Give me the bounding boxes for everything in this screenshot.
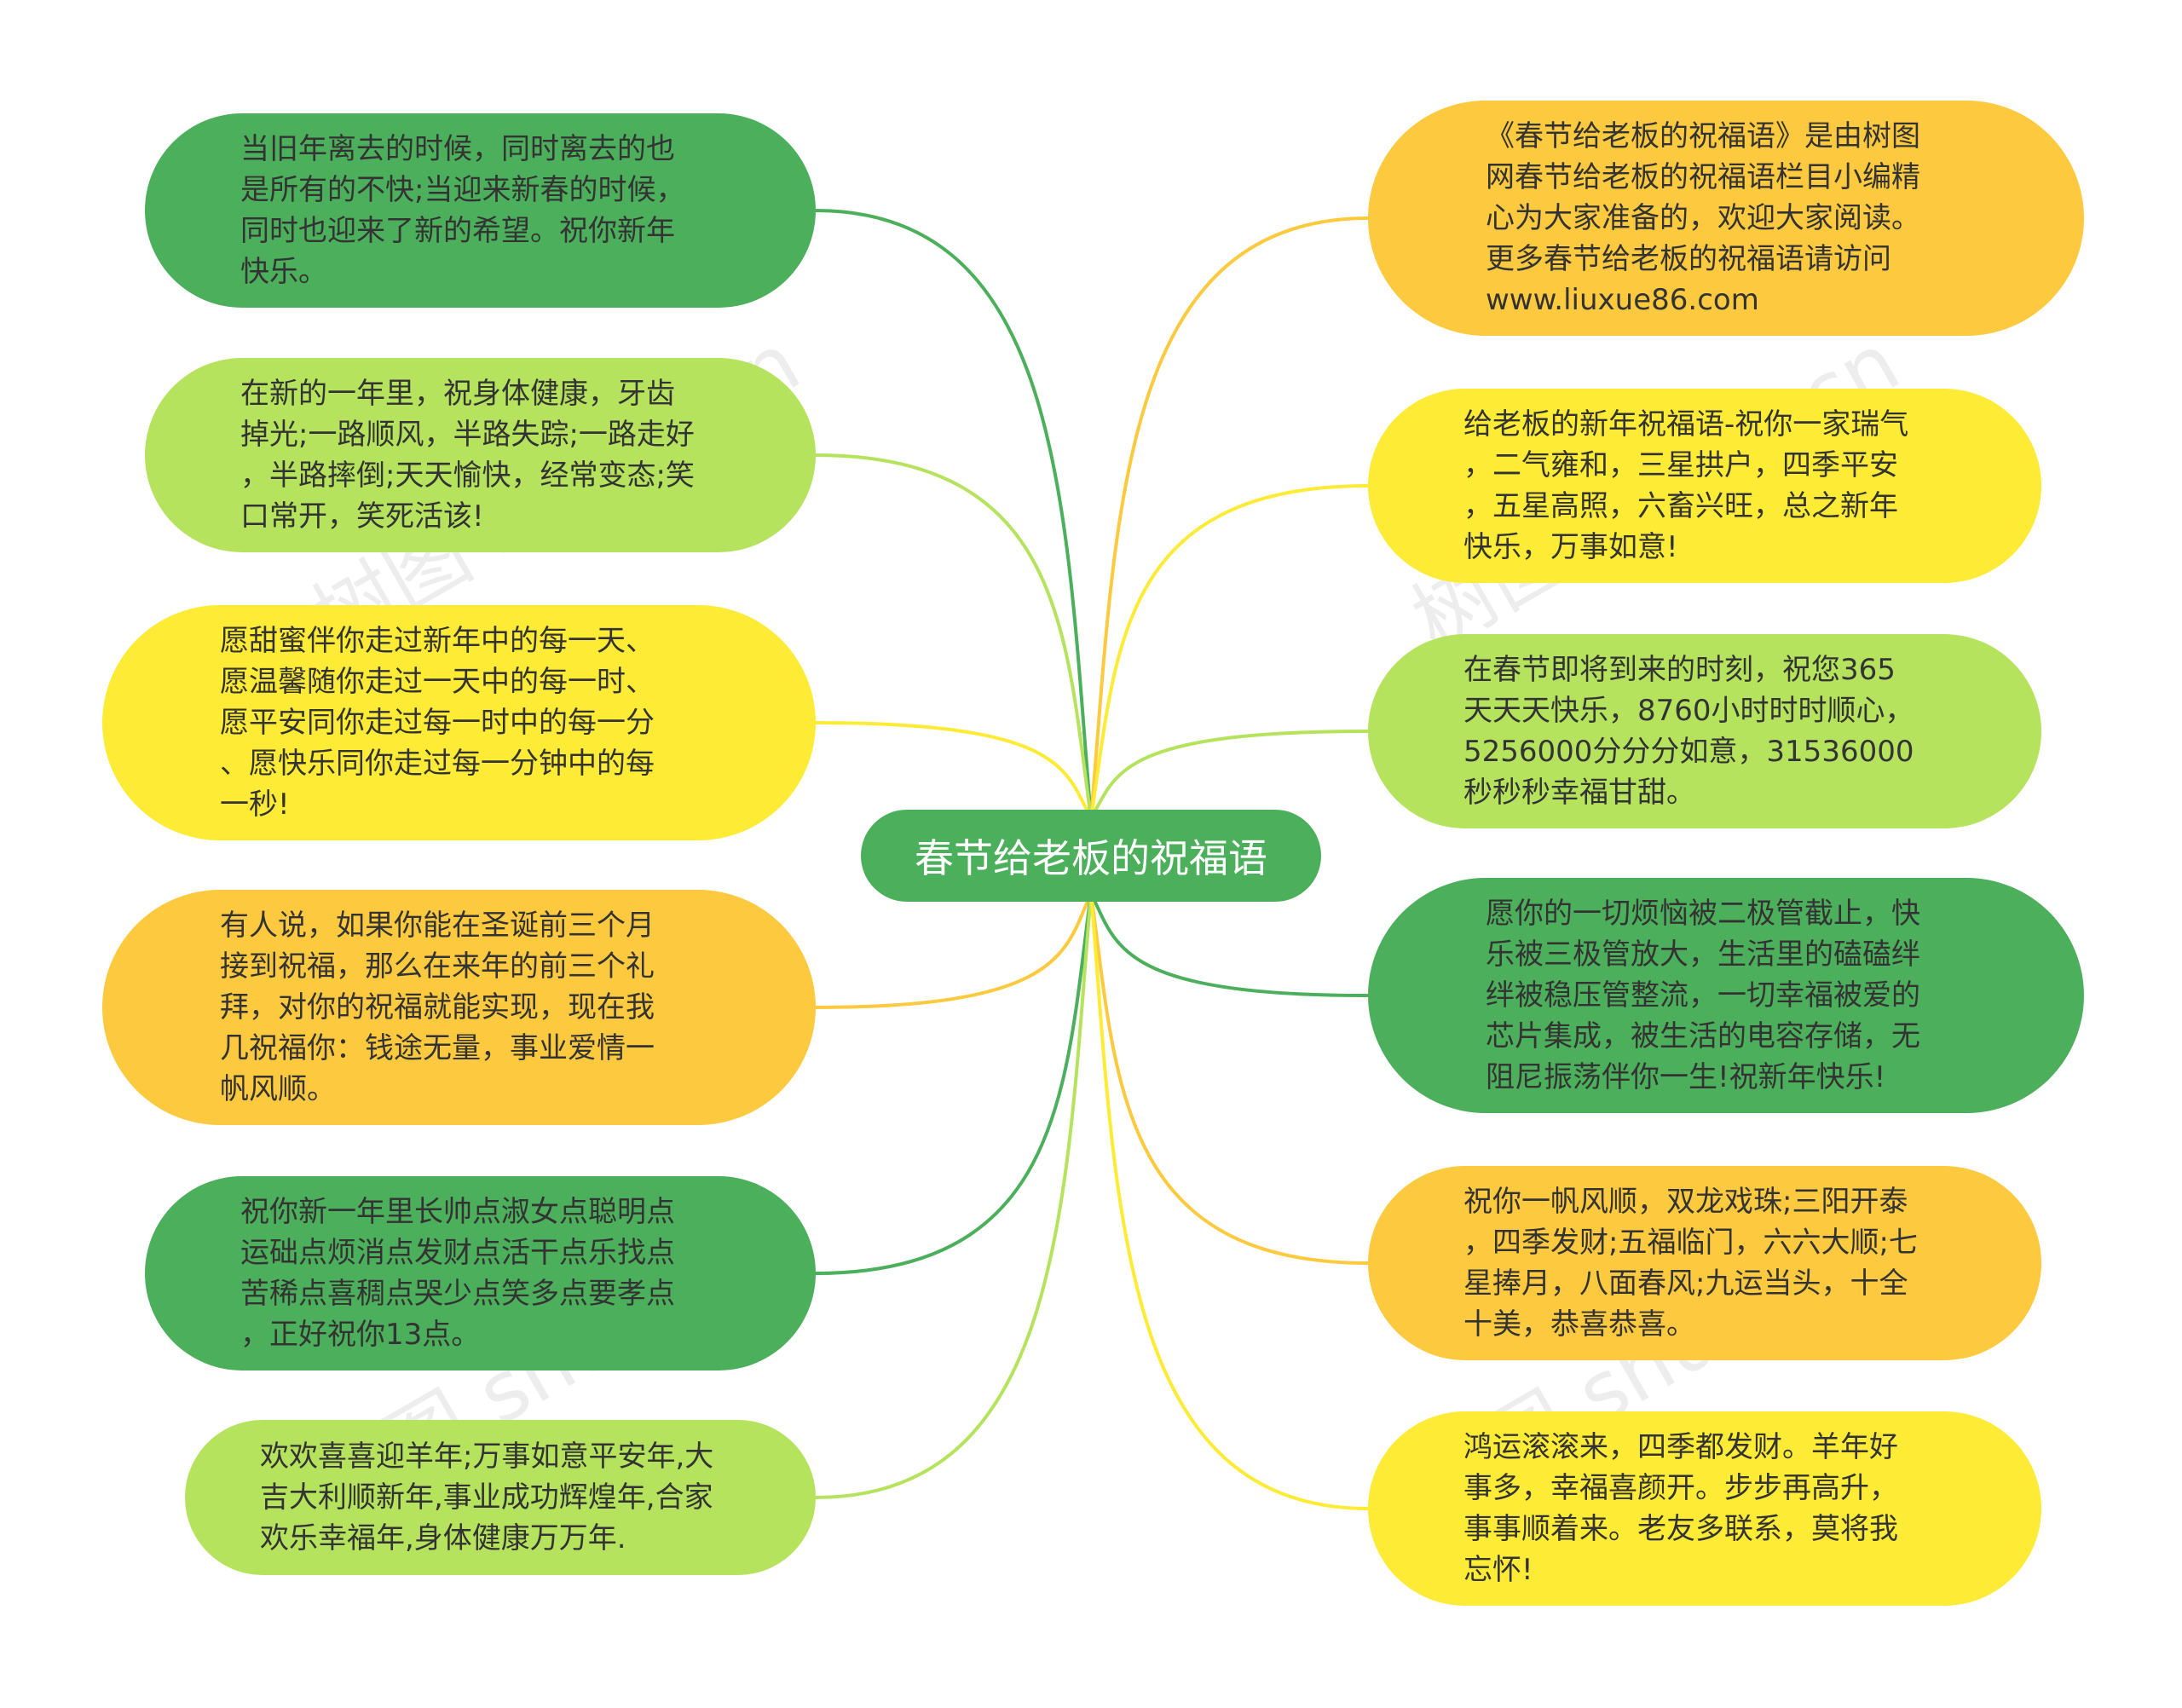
left-connector-line: [815, 892, 1093, 1499]
left-connector-line: [815, 892, 1093, 1009]
left-connector-line: [815, 209, 1093, 819]
right-branch-node[interactable]: 祝你一帆风顺，双龙戏珠;三阳开泰 ，四季发财;五福临门，六六大顺;七 星捧月，八…: [1368, 1166, 2041, 1360]
right-branch-text: 在春节即将到来的时刻，祝您365 天天天快乐，8760小时时时顺心， 52560…: [1463, 653, 1914, 810]
right-connector-line: [1089, 484, 1369, 819]
right-branch-node[interactable]: 《春节给老板的祝福语》是由树图 网春节给老板的祝福语栏目小编精 心为大家准备的，…: [1368, 101, 2084, 336]
right-branch-node[interactable]: 鸿运滚滚来，四季都发财。羊年好 事多，幸福喜颜开。步步再高升， 事事顺着来。老友…: [1368, 1411, 2041, 1606]
right-branch-node[interactable]: 在春节即将到来的时刻，祝您365 天天天快乐，8760小时时时顺心， 52560…: [1368, 634, 2041, 828]
left-branch-node[interactable]: 有人说，如果你能在圣诞前三个月 接到祝福，那么在来年的前三个礼 拜，对你的祝福就…: [102, 890, 816, 1125]
left-branch-text: 在新的一年里，祝身体健康，牙齿 掉光;一路顺风，半路失踪;一路走好 ，半路摔倒;…: [240, 377, 695, 534]
left-branch-text: 当旧年离去的时候，同时离去的也 是所有的不快;当迎来新春的时候， 同时也迎来了新…: [240, 132, 685, 289]
right-connector-line: [1089, 216, 1369, 819]
left-branch-node[interactable]: 欢欢喜喜迎羊年;万事如意平安年,大 吉大利顺新年,事业成功辉煌年,合家 欢乐幸福…: [185, 1420, 816, 1575]
left-connector-line: [815, 453, 1093, 819]
left-branch-text: 愿甜蜜伴你走过新年中的每一天、 愿温馨随你走过一天中的每一时、 愿平安同你走过每…: [220, 624, 655, 822]
right-branch-node[interactable]: 愿你的一切烦恼被二极管截止，快 乐被三极管放大，生活里的磕磕绊 绊被稳压管整流，…: [1368, 878, 2084, 1113]
right-branch-text: 鸿运滚滚来，四季都发财。羊年好 事多，幸福喜颜开。步步再高升， 事事顺着来。老友…: [1463, 1430, 1898, 1587]
right-connector-line: [1089, 892, 1369, 1265]
central-topic-label: 春节给老板的祝福语: [915, 835, 1267, 881]
left-branch-text: 欢欢喜喜迎羊年;万事如意平安年,大 吉大利顺新年,事业成功辉煌年,合家 欢乐幸福…: [260, 1440, 714, 1555]
right-connector-line: [1089, 892, 1369, 997]
left-branch-text: 有人说，如果你能在圣诞前三个月 接到祝福，那么在来年的前三个礼 拜，对你的祝福就…: [220, 909, 655, 1106]
left-branch-node[interactable]: 愿甜蜜伴你走过新年中的每一天、 愿温馨随你走过一天中的每一时、 愿平安同你走过每…: [102, 605, 816, 840]
left-connector-line: [815, 892, 1093, 1275]
right-branch-text: 愿你的一切烦恼被二极管截止，快 乐被三极管放大，生活里的磕磕绊 绊被稳压管整流，…: [1486, 897, 1920, 1094]
right-connector-line: [1089, 892, 1369, 1510]
right-branch-text: 《春节给老板的祝福语》是由树图 网春节给老板的祝福语栏目小编精 心为大家准备的，…: [1486, 119, 1920, 317]
right-branch-text: 祝你一帆风顺，双龙戏珠;三阳开泰 ，四季发财;五福临门，六六大顺;七 星捧月，八…: [1463, 1185, 1918, 1342]
left-branch-node[interactable]: 在新的一年里，祝身体健康，牙齿 掉光;一路顺风，半路失踪;一路走好 ，半路摔倒;…: [145, 358, 816, 552]
left-connector-line: [815, 721, 1093, 819]
right-connector-line: [1089, 730, 1369, 820]
central-topic[interactable]: 春节给老板的祝福语: [861, 810, 1321, 902]
left-branch-node[interactable]: 当旧年离去的时候，同时离去的也 是所有的不快;当迎来新春的时候， 同时也迎来了新…: [145, 113, 816, 308]
right-branch-text: 给老板的新年祝福语-祝你一家瑞气 ，二气雍和，三星拱户，四季平安 ，五星高照，六…: [1463, 407, 1909, 564]
left-branch-node[interactable]: 祝你新一年里长帅点淑女点聪明点 运础点烦消点发财点活干点乐找点 苦稀点喜稠点哭少…: [145, 1176, 816, 1370]
left-branch-text: 祝你新一年里长帅点淑女点聪明点 运础点烦消点发财点活干点乐找点 苦稀点喜稠点哭少…: [240, 1195, 675, 1352]
right-branch-node[interactable]: 给老板的新年祝福语-祝你一家瑞气 ，二气雍和，三星拱户，四季平安 ，五星高照，六…: [1368, 389, 2041, 583]
